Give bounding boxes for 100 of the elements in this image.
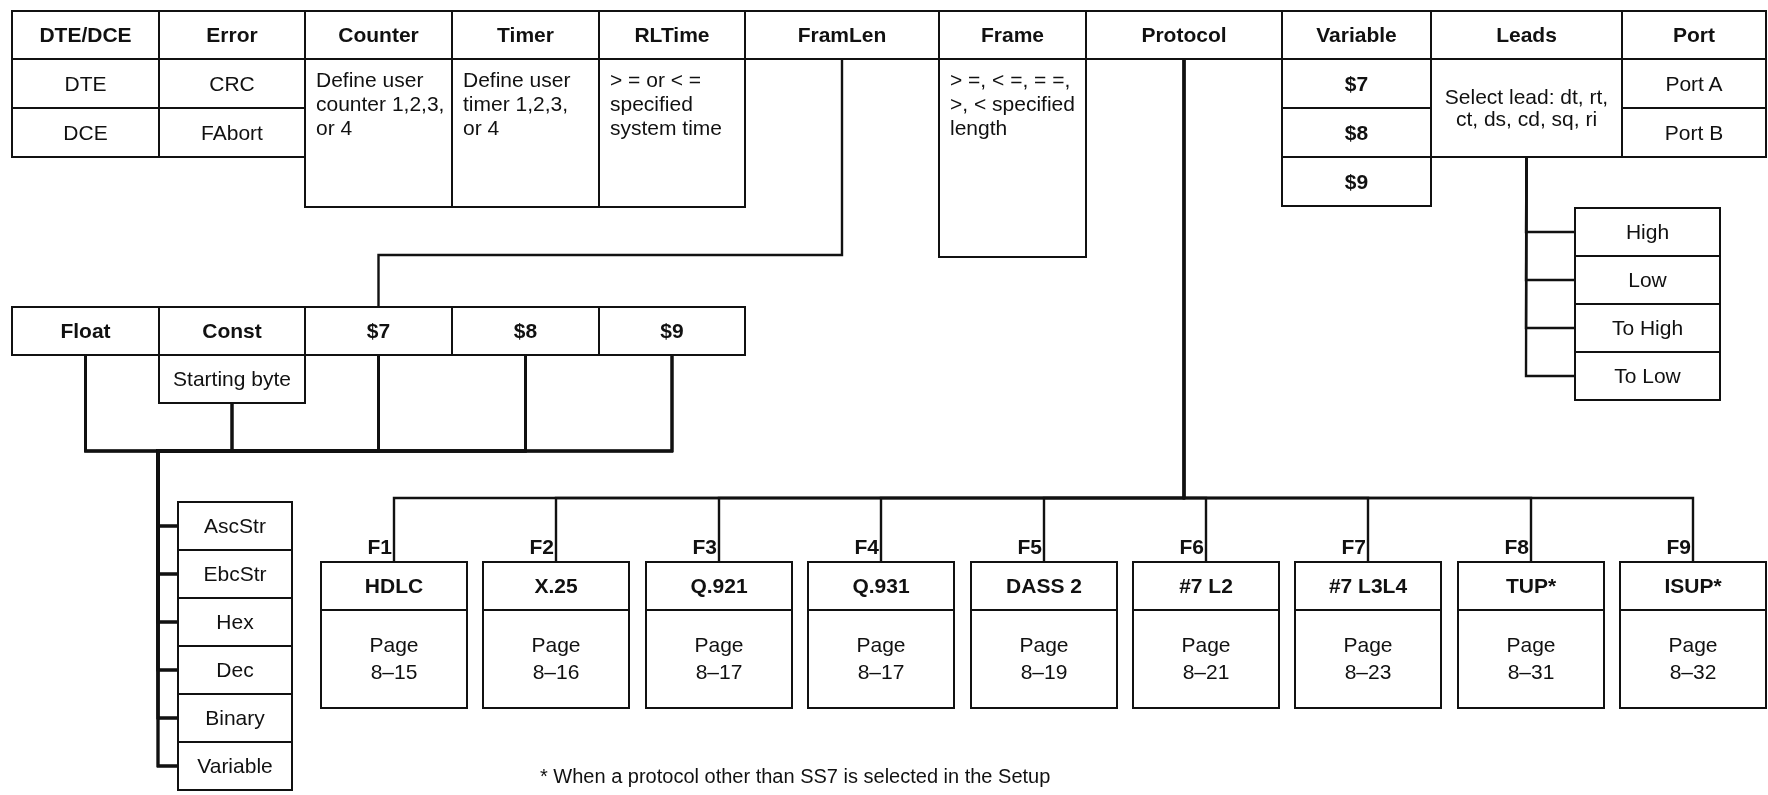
protocol-box (1619, 561, 1767, 709)
table-cell (1574, 351, 1721, 401)
cell-text: > = or < = specified system time (610, 68, 723, 140)
protocol-name: TUP* (1459, 563, 1603, 611)
protocol-name: X.25 (484, 563, 628, 611)
function-key-label: F1 (366, 535, 392, 559)
header-text: FramLen (797, 24, 887, 46)
connector-line (1182, 60, 1695, 561)
cell-text: Select lead: dt, rt, ct, ds, cd, sq, ri (1443, 86, 1610, 130)
protocol-box (645, 561, 793, 709)
function-key-label: F5 (1016, 535, 1042, 559)
cell-text: Port A (1665, 72, 1723, 95)
protocol-name: Q.931 (809, 563, 953, 611)
table-header-cell (451, 306, 600, 356)
page-reference: Page 8–15 (368, 632, 420, 685)
protocol-name: DASS 2 (972, 563, 1116, 611)
header-text: Counter (338, 24, 419, 46)
cell-text: Define user counter 1,2,3, or 4 (316, 68, 445, 140)
cell-text: Low (1628, 269, 1667, 291)
header-text: Error (206, 24, 258, 46)
option-cell (177, 501, 293, 551)
header-text: $7 (366, 320, 391, 342)
connector-line (1524, 158, 1574, 378)
function-key-label: F7 (1340, 535, 1366, 559)
header-text: Leads (1496, 24, 1557, 46)
header-text: Frame (981, 24, 1044, 46)
protocol-box (1294, 561, 1442, 709)
page-reference: Page 8–21 (1180, 632, 1232, 685)
cell-text: $8 (1344, 121, 1369, 144)
table-cell (938, 58, 1087, 258)
table-cell (11, 107, 160, 158)
protocol-box (1457, 561, 1605, 709)
header-text: DTE/DCE (39, 24, 132, 46)
cell-text: DTE (64, 72, 107, 95)
table-cell (1574, 207, 1721, 257)
page-reference: Page 8–23 (1342, 632, 1394, 685)
function-key-label: F3 (691, 535, 717, 559)
cell-text: Port B (1664, 121, 1724, 144)
header-text: RLTime (634, 24, 710, 46)
page-reference: Page 8–19 (1018, 632, 1070, 685)
cell-text: $7 (1344, 72, 1369, 95)
header-text: Port (1673, 24, 1715, 46)
header-text: Const (202, 320, 262, 342)
page-reference: Page 8–17 (855, 632, 907, 685)
cell-text: FAbort (201, 121, 263, 144)
function-key-label: F6 (1178, 535, 1204, 559)
header-text: $8 (513, 320, 538, 342)
table-cell (1574, 303, 1721, 353)
table-cell (1621, 107, 1767, 158)
footnote: * When a protocol other than SS7 is selected in the Setup (540, 764, 1051, 788)
cell-text: EbcStr (203, 563, 267, 585)
option-cell (177, 597, 293, 647)
protocol-box (970, 561, 1118, 709)
cell-text: DCE (63, 121, 108, 144)
table-header-cell (1621, 10, 1767, 60)
protocol-box (482, 561, 630, 709)
cell-text: CRC (209, 72, 255, 95)
protocol-box (1132, 561, 1280, 709)
page-reference: Page 8–16 (530, 632, 582, 685)
cell-text: To High (1611, 317, 1684, 339)
cell-text: To Low (1614, 365, 1681, 387)
table-header-cell (744, 10, 940, 60)
function-key-label: F2 (528, 535, 554, 559)
header-text: Timer (497, 24, 554, 46)
table-header-cell (11, 306, 160, 356)
table-header-cell (304, 306, 453, 356)
protocol-name: #7 L2 (1134, 563, 1278, 611)
table-cell (1574, 255, 1721, 305)
protocol-name: ISUP* (1621, 563, 1765, 611)
cell-text: Binary (205, 707, 265, 729)
option-cell (177, 549, 293, 599)
header-text: Protocol (1141, 24, 1227, 46)
protocol-box (320, 561, 468, 709)
table-header-cell (598, 306, 746, 356)
option-cell (177, 741, 293, 791)
cell-text: Hex (216, 611, 254, 633)
page-reference: Page 8–17 (693, 632, 745, 685)
header-text: Variable (1316, 24, 1397, 46)
option-cell (177, 645, 293, 695)
cell-text: Dec (216, 659, 254, 681)
function-key-label: F9 (1665, 535, 1691, 559)
connector-line (377, 60, 844, 306)
table-cell (158, 354, 306, 404)
option-cell (177, 693, 293, 743)
table-header-cell (11, 10, 160, 60)
cell-text: $9 (1344, 170, 1369, 193)
cell-text: Variable (197, 755, 273, 777)
table-cell (598, 58, 746, 208)
protocol-name: #7 L3L4 (1296, 563, 1440, 611)
cell-text: Define user timer 1,2,3, or 4 (463, 68, 572, 140)
table-header-cell (1085, 10, 1283, 60)
cell-text: High (1625, 221, 1670, 243)
protocol-name: Q.921 (647, 563, 791, 611)
function-key-label: F4 (853, 535, 879, 559)
protocol-box (807, 561, 955, 709)
cell-text: > =, < =, = =, >, < specified length (950, 68, 1076, 140)
cell-text: Starting byte (173, 368, 291, 390)
table-cell (1281, 156, 1432, 207)
page-reference: Page 8–31 (1505, 632, 1557, 685)
function-key-label: F8 (1503, 535, 1529, 559)
